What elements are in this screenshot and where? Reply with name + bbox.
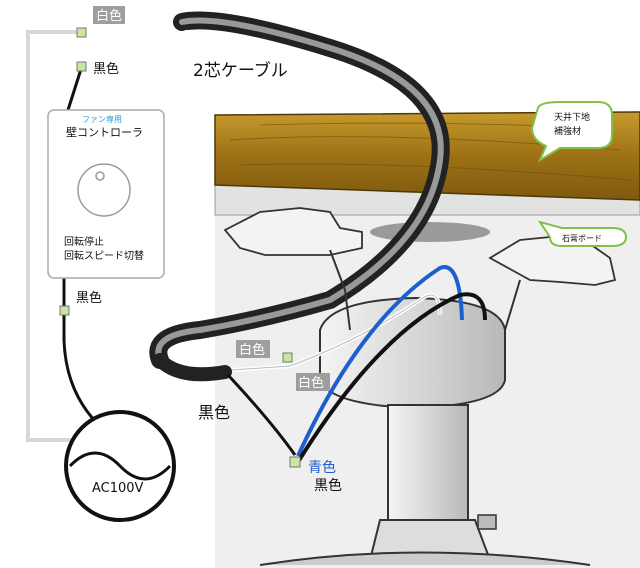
- cable-highlight: [155, 17, 444, 363]
- knob-indicator-icon: [95, 171, 105, 181]
- fan-housing: [259, 551, 591, 566]
- ac-sine-icon: [68, 451, 172, 481]
- left-bracket: [223, 207, 363, 256]
- callout-beam-line2: 補強材: [554, 125, 581, 137]
- fan-downrod: [387, 404, 469, 526]
- terminal-black-left: [59, 305, 70, 316]
- controller-title: 壁コントローラ: [66, 125, 143, 139]
- terminal-white-top: [76, 27, 87, 38]
- label-black-left: 黒色: [76, 290, 102, 306]
- callout-beam: [530, 101, 613, 163]
- black-wire-top: [66, 65, 84, 111]
- right-bracket-leg: [504, 279, 521, 331]
- terminal-white-mid: [282, 352, 293, 363]
- controller-line1: 回転停止: [64, 235, 104, 248]
- ceiling-hole: [370, 222, 490, 242]
- label-black-bottom: 黒色: [314, 477, 342, 494]
- label-black-mid: 黒色: [198, 403, 230, 422]
- label-box-white-mid2: [296, 373, 330, 391]
- white-wire-outline: [231, 294, 441, 371]
- white-wire-left: [26, 30, 88, 442]
- controller-knob: [77, 163, 131, 217]
- left-bracket-leg: [329, 249, 351, 331]
- bolt: [477, 514, 497, 530]
- callout-board: [537, 220, 628, 247]
- label-box-white-mid1: [236, 340, 270, 358]
- black-wire-fan: [296, 292, 487, 464]
- right-bracket: [488, 235, 617, 286]
- black-wire-cable: [226, 373, 297, 456]
- fan-canopy: [319, 296, 506, 410]
- controller-tag: ファン専用: [82, 114, 122, 124]
- label-blue: 青色: [308, 459, 336, 476]
- controller-line2: 回転スピード切替: [64, 249, 144, 262]
- label-white-mid2: 白色: [298, 375, 324, 391]
- cable-end: [153, 353, 232, 382]
- callout-board-text: 石膏ボード: [562, 233, 602, 243]
- blue-wire: [296, 265, 464, 457]
- cable-end-top: [184, 29, 192, 53]
- label-white-top: 白色: [96, 8, 122, 24]
- label-ac: AC100V: [92, 481, 144, 496]
- label-black-top: 黒色: [93, 61, 119, 77]
- terminal-joint: [289, 456, 301, 468]
- terminal-black-top: [76, 61, 87, 72]
- label-box-white-top: [93, 6, 125, 24]
- label-cable: 2芯ケーブル: [193, 60, 288, 81]
- callout-beam-line1: 天井下地: [554, 111, 590, 123]
- label-white-mid1: 白色: [239, 342, 265, 358]
